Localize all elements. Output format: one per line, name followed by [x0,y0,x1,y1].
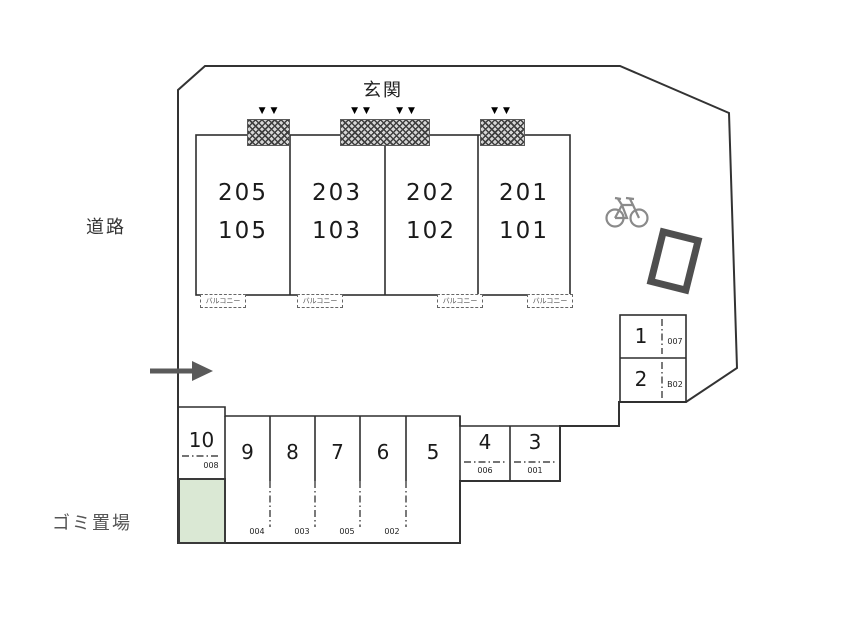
parking-space-code: 006 [477,466,493,475]
parking-space-number: 3 [528,430,542,454]
balcony-label: バルコニー [527,294,573,308]
entrance-marker-icon: ▼▼ [396,106,420,116]
parking-lines [178,314,687,481]
parking-space-code: 002 [384,527,400,536]
unit-lower-number: 103 [312,218,362,244]
building-outline [195,134,571,296]
balcony-label: バルコニー [200,294,246,308]
parking-space-number: 8 [286,440,299,464]
parking-space-number: 2 [634,367,648,391]
parking-space-number: 9 [241,440,254,464]
parking-space-number: 10 [188,428,215,452]
parking-space-code: 008 [203,461,219,470]
parking-space-number: 7 [331,440,344,464]
parking-space-code: 004 [249,527,265,536]
unit-lower-number: 101 [499,218,549,244]
unit-upper-number: 205 [218,180,268,206]
arrow-right-icon [150,361,213,381]
entrance-marker-icon: ▼▼ [491,106,515,116]
bicycle-icon [605,196,649,228]
entrance-hatch [247,119,290,146]
stall-dash-lines [182,319,663,527]
parking-space-number: 6 [376,440,390,464]
unit-lower-number: 102 [406,218,456,244]
parking-space-code: 003 [294,527,310,536]
unit-upper-number: 203 [312,180,362,206]
unit-lower-number: 105 [218,218,268,244]
unit-upper-number: 202 [406,180,456,206]
garbage-area [178,478,226,544]
entrance-marker-icon: ▼▼ [258,106,283,116]
balcony-label: バルコニー [437,294,483,308]
parking-space-code: 005 [339,527,355,536]
entrance-hatch [480,119,525,146]
entrance-marker-icon: ▼▼ [351,106,375,116]
entrance-label: 玄関 [363,80,403,101]
entrance-hatch [340,119,430,146]
road-label: 道路 [86,217,126,238]
unit-upper-number: 201 [499,180,549,206]
parking-space-code: 001 [527,466,543,475]
parking-space-number: 5 [426,440,440,464]
parking-space-code: 007 [667,337,683,346]
garbage-label: ゴミ置場 [52,513,132,534]
parking-space-code: B02 [667,380,683,389]
parking-space-number: 4 [478,430,492,454]
balcony-label: バルコニー [297,294,343,308]
parking-space-number: 1 [634,324,648,348]
